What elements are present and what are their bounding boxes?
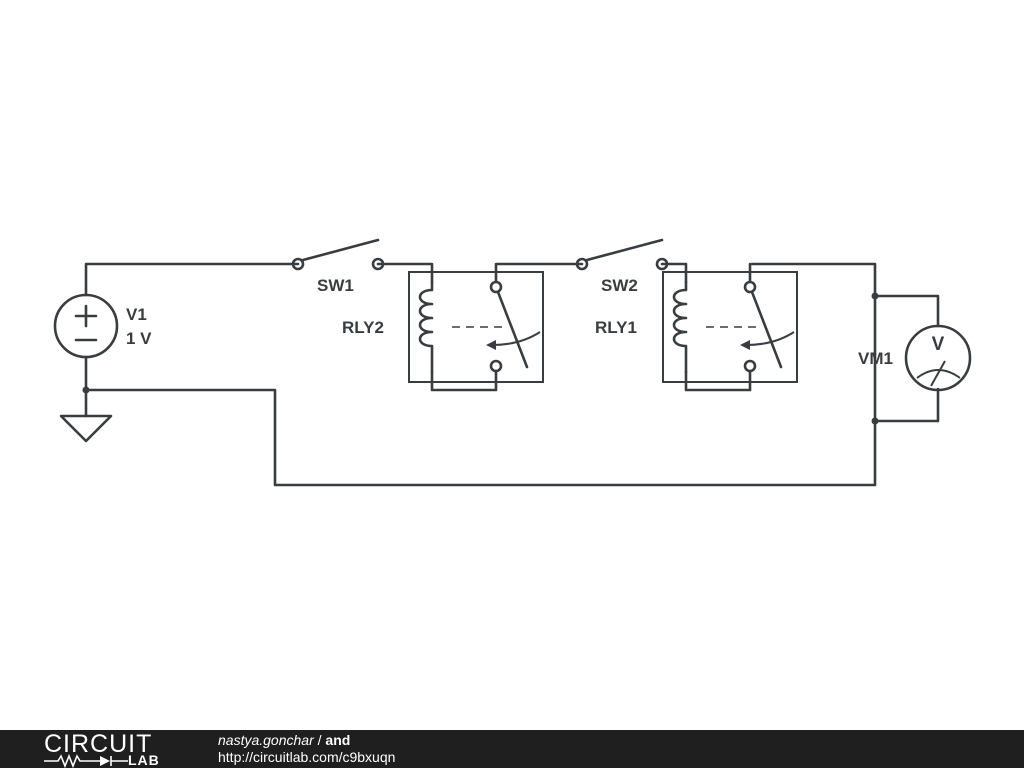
relay2-contact-top bbox=[489, 280, 503, 294]
voltmeter-symbol: V bbox=[932, 334, 945, 355]
wires bbox=[84, 262, 940, 487]
voltmeter-vm1[interactable]: V bbox=[904, 324, 972, 392]
meter-needle bbox=[930, 360, 946, 387]
junction-dots bbox=[82, 292, 879, 425]
circuit-meta: nastya.gonchar / and http://circuitlab.c… bbox=[218, 732, 395, 766]
resistor-diode-icon bbox=[44, 754, 128, 768]
meter-scale-arc bbox=[916, 369, 961, 379]
logo-top-text: CIRCUIT bbox=[44, 730, 153, 758]
vm1-label: VM1 bbox=[858, 349, 893, 368]
relay1-contact-bottom bbox=[743, 359, 757, 373]
sw2-label: SW2 bbox=[601, 276, 638, 295]
relay-rly1[interactable] bbox=[662, 271, 798, 392]
relay1-coil bbox=[672, 280, 688, 374]
switch-sw1[interactable] bbox=[291, 238, 385, 271]
v1-name-label: V1 bbox=[126, 305, 147, 324]
logo-bottom-text: LAB bbox=[128, 752, 160, 768]
relay2-contact-bottom bbox=[489, 359, 503, 373]
sw1-label: SW1 bbox=[317, 276, 354, 295]
voltage-source-v1[interactable] bbox=[53, 293, 119, 359]
circuit-url[interactable]: http://circuitlab.com/c9bxuqn bbox=[218, 749, 396, 765]
relay1-contact-top bbox=[743, 280, 757, 294]
relay-rly2[interactable] bbox=[408, 271, 544, 392]
author-link[interactable]: nastya.gonchar bbox=[218, 732, 314, 748]
switch-sw2[interactable] bbox=[575, 238, 669, 271]
ground-symbol bbox=[59, 388, 113, 443]
circuit-title[interactable]: and bbox=[325, 732, 351, 748]
rly1-label: RLY1 bbox=[595, 318, 637, 337]
separator: / bbox=[313, 732, 326, 748]
footer-bar: CIRCUIT LAB nastya.gonchar / and http://… bbox=[0, 730, 1024, 768]
relay2-coil bbox=[418, 280, 434, 374]
rly2-label: RLY2 bbox=[342, 318, 384, 337]
circuitlab-logo[interactable]: CIRCUIT LAB bbox=[44, 730, 178, 768]
v1-value-label: 1 V bbox=[126, 329, 152, 348]
